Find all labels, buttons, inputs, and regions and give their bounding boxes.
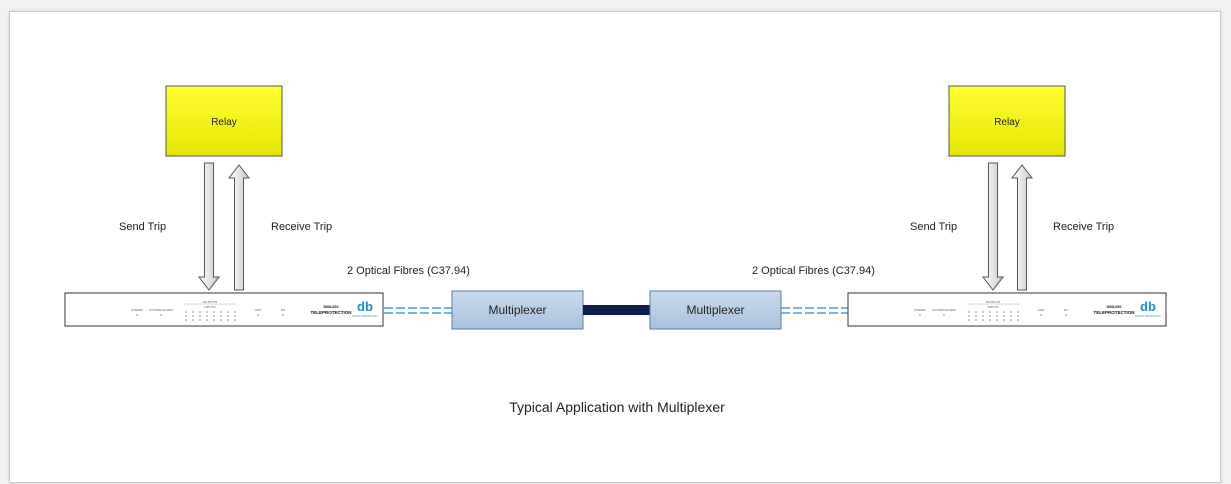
left-receive-trip-label: Receive Trip [271,221,332,233]
diagram-caption: Typical Application with Multiplexer [509,399,725,415]
left-unit-inputs-label: INPUTS [204,305,215,309]
right-unit-outputs-label: OUTPUTS [986,300,1000,304]
left-fibre-label: 2 Optical Fibres (C37.94) [347,265,470,277]
right-unit-inputs-label: INPUTS [987,305,998,309]
right-site: 2 Optical Fibres (C37.94) Relay Send Tri… [752,85,1167,327]
right-unit-alarm-label: SYSTEM ALARM [932,308,956,312]
right-teleprotection-unit: POWER SYSTEM ALARM OUTPUTS INPUTS LINK R… [847,292,1167,327]
left-send-trip-label: Send Trip [119,221,166,233]
right-receive-trip-arrow [1010,164,1034,291]
left-relay-label: Relay [211,117,237,128]
right-fibre-label: 2 Optical Fibres (C37.94) [752,265,875,277]
left-multiplexer: Multiplexer [451,290,584,330]
left-unit-db-logo: db DIGITAL BROADCAST [352,299,378,318]
right-send-trip-label: Send Trip [910,221,957,233]
right-unit-link-label: LINK [1038,308,1045,312]
left-receive-trip-arrow [227,164,251,291]
left-site: Relay Send Trip Receive Trip 2 Optical F… [64,85,470,327]
left-unit-led-grid [185,311,236,321]
diagram-canvas: Relay Send Trip Receive Trip 2 Optical F… [64,85,1167,415]
left-unit-alarm-label: SYSTEM ALARM [149,308,173,312]
left-unit-logo-sub: DIGITAL BROADCAST [352,315,378,318]
right-unit-logo-sub: DIGITAL BROADCAST [1135,315,1161,318]
right-receive-trip-label: Receive Trip [1053,221,1114,233]
right-multiplexer-label: Multiplexer [686,303,744,317]
right-unit-led-grid [968,311,1019,321]
left-unit-product: TELEPROTECTION [310,310,351,315]
left-teleprotection-unit: POWER SYSTEM ALARM OUTPUTS INPUTS LINK R… [64,292,384,327]
left-unit-power-label: POWER [131,308,143,312]
left-unit-link-label: LINK [255,308,262,312]
right-unit-model: DM1200 [1106,304,1122,309]
left-relay: Relay [165,85,283,157]
right-relay-label: Relay [994,117,1020,128]
right-unit-logo-mark: db [1140,299,1156,314]
left-unit-outputs-label: OUTPUTS [203,300,217,304]
left-send-trip-arrow [197,162,221,291]
right-multiplexer: Multiplexer [649,290,782,330]
right-unit-db-logo: db DIGITAL BROADCAST [1135,299,1161,318]
right-relay: Relay [948,85,1066,157]
diagram-sheet: Relay Send Trip Receive Trip 2 Optical F… [9,11,1221,483]
multiplexer-link [583,305,650,315]
left-multiplexer-label: Multiplexer [488,303,546,317]
right-unit-rx-label: RX [1064,308,1068,312]
right-unit-power-label: POWER [914,308,926,312]
right-optical-fibres [781,307,848,314]
left-optical-fibres [384,307,452,314]
left-unit-model: DM1200 [323,304,339,309]
right-unit-product: TELEPROTECTION [1093,310,1134,315]
right-send-trip-arrow [981,162,1005,291]
left-unit-logo-mark: db [357,299,373,314]
left-unit-rx-label: RX [281,308,285,312]
